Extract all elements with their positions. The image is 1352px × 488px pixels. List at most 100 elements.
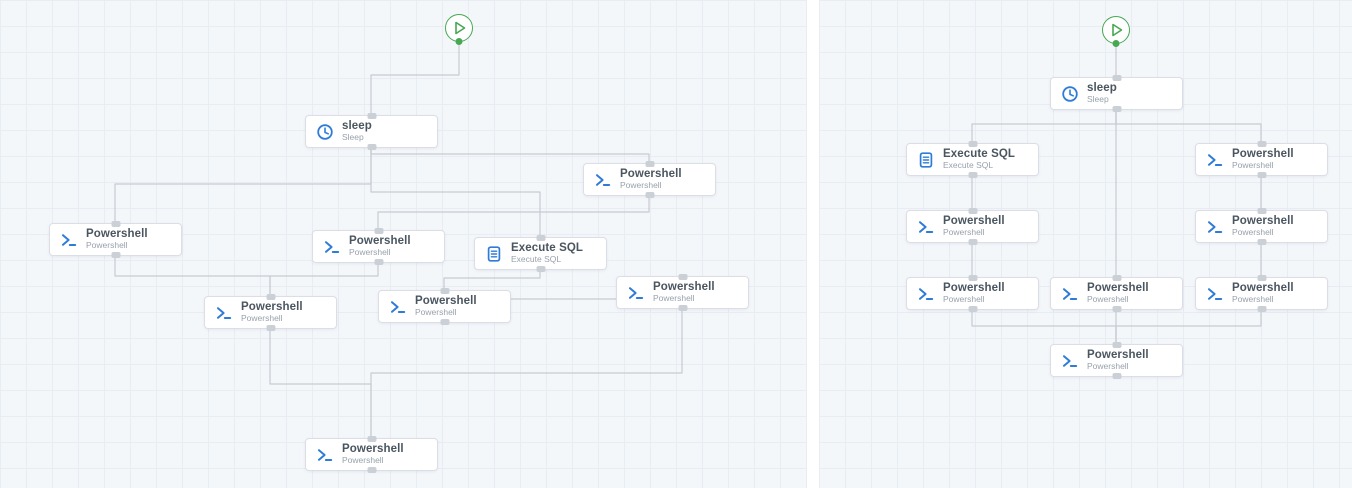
output-port[interactable] xyxy=(678,305,687,311)
output-port[interactable] xyxy=(1112,373,1121,379)
terminal-icon xyxy=(1060,284,1079,303)
connector-edge[interactable] xyxy=(443,270,541,290)
connector-edge[interactable] xyxy=(971,111,1117,143)
terminal-icon xyxy=(1205,217,1224,236)
connector-edge[interactable] xyxy=(377,196,650,230)
connector-edge[interactable] xyxy=(1115,311,1262,344)
output-port[interactable] xyxy=(440,319,449,325)
output-port[interactable] xyxy=(536,266,545,272)
connector-edge[interactable] xyxy=(114,148,372,223)
input-port[interactable] xyxy=(1112,275,1121,281)
output-port[interactable] xyxy=(968,239,977,245)
terminal-icon xyxy=(315,445,334,464)
input-port[interactable] xyxy=(1257,275,1266,281)
output-port[interactable] xyxy=(367,144,376,150)
input-port[interactable] xyxy=(678,274,687,280)
output-port[interactable] xyxy=(374,259,383,265)
output-port[interactable] xyxy=(968,172,977,178)
node-subtitle: Powershell xyxy=(86,240,128,251)
start-output-port[interactable] xyxy=(1112,40,1120,47)
connector-edge[interactable] xyxy=(370,309,683,438)
input-port[interactable] xyxy=(374,228,383,234)
connector-edge[interactable] xyxy=(370,42,460,115)
node-title: Execute SQL xyxy=(943,148,1016,161)
node-title: Powershell xyxy=(415,295,477,308)
input-port[interactable] xyxy=(645,161,654,167)
input-port[interactable] xyxy=(367,436,376,442)
node-title: Powershell xyxy=(1232,282,1294,295)
connector-layer xyxy=(971,44,1262,344)
output-port[interactable] xyxy=(645,192,654,198)
document-icon xyxy=(916,150,935,169)
start-node[interactable] xyxy=(1102,16,1130,47)
output-port[interactable] xyxy=(111,252,120,258)
node-title: Powershell xyxy=(1232,148,1294,161)
node-title: Powershell xyxy=(1087,349,1149,362)
start-output-port[interactable] xyxy=(455,38,463,45)
input-port[interactable] xyxy=(1112,342,1121,348)
input-port[interactable] xyxy=(266,294,275,300)
connector-edge[interactable] xyxy=(269,263,379,296)
input-port[interactable] xyxy=(367,113,376,119)
node-title: Powershell xyxy=(349,235,411,248)
input-port[interactable] xyxy=(968,208,977,214)
input-port[interactable] xyxy=(440,288,449,294)
input-port[interactable] xyxy=(968,141,977,147)
input-port[interactable] xyxy=(111,221,120,227)
terminal-icon xyxy=(916,284,935,303)
node-subtitle: Execute SQL xyxy=(511,254,562,265)
input-port[interactable] xyxy=(1257,141,1266,147)
output-port[interactable] xyxy=(1257,172,1266,178)
node-subtitle: Powershell xyxy=(415,307,457,318)
connector-edge[interactable] xyxy=(971,311,1117,344)
output-port[interactable] xyxy=(1257,306,1266,312)
connector-edge[interactable] xyxy=(269,329,372,438)
input-port[interactable] xyxy=(1257,208,1266,214)
connector-edge[interactable] xyxy=(370,148,650,163)
output-port[interactable] xyxy=(266,325,275,331)
output-port[interactable] xyxy=(1112,306,1121,312)
input-port[interactable] xyxy=(536,235,545,241)
output-port[interactable] xyxy=(1112,106,1121,112)
connector-edge[interactable] xyxy=(114,256,271,296)
connector-edge[interactable] xyxy=(370,148,541,237)
output-port[interactable] xyxy=(1257,239,1266,245)
start-node[interactable] xyxy=(445,14,473,45)
node-subtitle: Powershell xyxy=(1087,361,1129,372)
input-port[interactable] xyxy=(1112,75,1121,81)
output-port[interactable] xyxy=(968,306,977,312)
node-subtitle: Execute SQL xyxy=(943,160,994,171)
connector-edge[interactable] xyxy=(1115,111,1262,143)
output-port[interactable] xyxy=(367,467,376,473)
node-subtitle: Powershell xyxy=(1232,294,1274,305)
node-subtitle: Powershell xyxy=(241,313,283,324)
node-title: Powershell xyxy=(943,282,1005,295)
node-title: Execute SQL xyxy=(511,242,584,255)
input-port[interactable] xyxy=(968,275,977,281)
